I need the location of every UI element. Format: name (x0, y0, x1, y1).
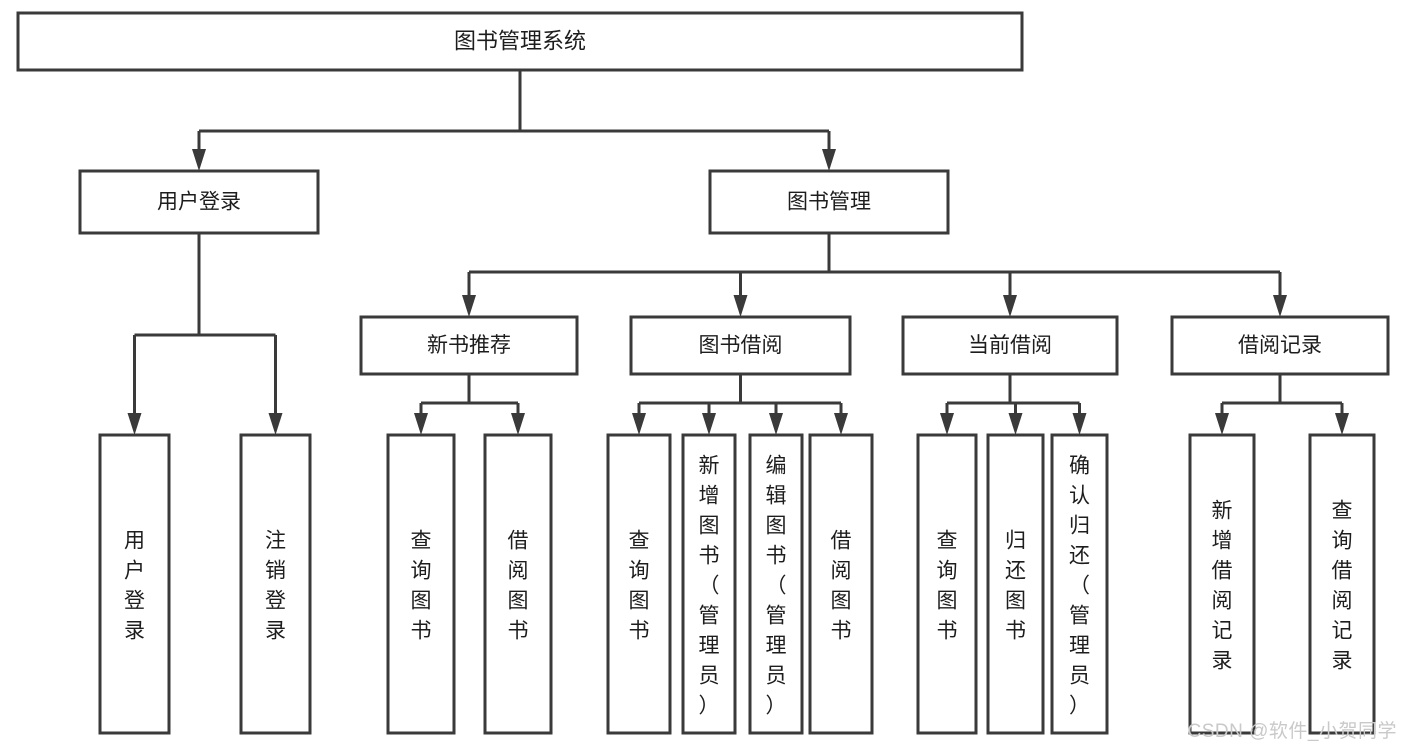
leaf-label: 借阅图书 (508, 529, 529, 642)
leaf-rect[interactable] (483, 433, 553, 735)
leaf-label: 借阅图书 (831, 529, 852, 642)
arrow-head (1003, 295, 1017, 317)
leaf-label: 用户登录 (124, 529, 145, 642)
level2-node[interactable]: 图书管理 (708, 169, 950, 235)
leaf-label: 新增借阅记录 (1212, 499, 1233, 672)
csdn-watermark: CSDN @软件_小贺同学 (1187, 721, 1397, 742)
leaf-rect[interactable] (1050, 433, 1109, 735)
node-rect[interactable] (359, 315, 579, 376)
leaf-label: 查询图书 (629, 529, 650, 642)
node-label: 图书管理 (787, 191, 871, 214)
leaf-label: 新增图书（管理员） (699, 454, 720, 717)
arrow-head (769, 413, 783, 435)
leaf-label: 查询借阅记录 (1332, 499, 1353, 672)
leaf-rect[interactable] (1188, 433, 1256, 735)
arrow-head (940, 413, 954, 435)
root-node[interactable]: 图书管理系统 (16, 11, 1024, 72)
leaf-rect[interactable] (386, 433, 456, 735)
node-rect[interactable] (1170, 315, 1390, 376)
arrow-head (268, 413, 283, 435)
leaf-label: 编辑图书（管理员） (766, 454, 787, 717)
arrow-head (632, 413, 646, 435)
node-rect[interactable] (629, 315, 852, 376)
leaf-node[interactable]: 查询图书 (386, 433, 456, 735)
arrow-head (462, 295, 476, 317)
leaf-node[interactable]: 借阅图书 (808, 433, 874, 735)
leaf-node[interactable]: 归还图书 (986, 433, 1045, 735)
node-rect[interactable] (901, 315, 1119, 376)
leaf-rect[interactable] (986, 433, 1045, 735)
connector-layer (127, 70, 1349, 435)
leaf-rect[interactable] (98, 433, 171, 735)
arrow-head (192, 149, 206, 171)
leaf-label: 归还图书 (1005, 529, 1026, 642)
arrow-head (1215, 413, 1229, 435)
arrow-head (1008, 413, 1023, 435)
leaf-rect[interactable] (808, 433, 874, 735)
leaf-label: 确认归还（管理员） (1069, 454, 1090, 717)
leaf-node[interactable]: 查询借阅记录 (1308, 433, 1376, 735)
leaf-node[interactable]: 新增图书（管理员） (681, 433, 737, 735)
leaf-node[interactable]: 借阅图书 (483, 433, 553, 735)
level3-node[interactable]: 新书推荐 (359, 315, 579, 376)
arrow-head (822, 149, 836, 171)
leaf-rect[interactable] (681, 433, 737, 735)
arrow-head (127, 413, 142, 435)
leaf-node[interactable]: 编辑图书（管理员） (748, 433, 804, 735)
arrow-head (414, 413, 428, 435)
leaf-rect[interactable] (748, 433, 804, 735)
leaf-rect[interactable] (239, 433, 312, 735)
leaf-rect[interactable] (606, 433, 672, 735)
leaf-label: 注销登录 (265, 529, 286, 642)
level2-node[interactable]: 用户登录 (78, 169, 320, 235)
node-layer: 图书管理系统用户登录图书管理新书推荐图书借阅当前借阅借阅记录用户登录注销登录查询… (16, 11, 1390, 735)
leaf-node[interactable]: 查询图书 (916, 433, 978, 735)
arrow-head (1335, 413, 1349, 435)
leaf-label: 查询图书 (937, 529, 958, 642)
leaf-node[interactable]: 确认归还（管理员） (1050, 433, 1109, 735)
node-label: 用户登录 (157, 191, 241, 214)
node-label: 新书推荐 (427, 334, 511, 357)
node-label: 图书借阅 (699, 334, 783, 357)
arrow-head (834, 413, 848, 435)
arrow-head (702, 413, 716, 435)
leaf-label: 查询图书 (411, 529, 432, 642)
leaf-node[interactable]: 注销登录 (239, 433, 312, 735)
leaf-rect[interactable] (1308, 433, 1376, 735)
level3-node[interactable]: 当前借阅 (901, 315, 1119, 376)
arrow-head (733, 295, 748, 317)
level3-node[interactable]: 图书借阅 (629, 315, 852, 376)
leaf-node[interactable]: 查询图书 (606, 433, 672, 735)
node-label: 借阅记录 (1238, 334, 1322, 357)
node-rect[interactable] (16, 11, 1024, 72)
node-rect[interactable] (78, 169, 320, 235)
leaf-rect[interactable] (916, 433, 978, 735)
level3-node[interactable]: 借阅记录 (1170, 315, 1390, 376)
node-label: 图书管理系统 (454, 28, 586, 53)
arrow-head (1273, 295, 1287, 317)
leaf-node[interactable]: 用户登录 (98, 433, 171, 735)
arrow-head (1072, 413, 1087, 435)
node-label: 当前借阅 (968, 334, 1052, 357)
arrow-head (511, 413, 525, 435)
leaf-node[interactable]: 新增借阅记录 (1188, 433, 1256, 735)
node-rect[interactable] (708, 169, 950, 235)
